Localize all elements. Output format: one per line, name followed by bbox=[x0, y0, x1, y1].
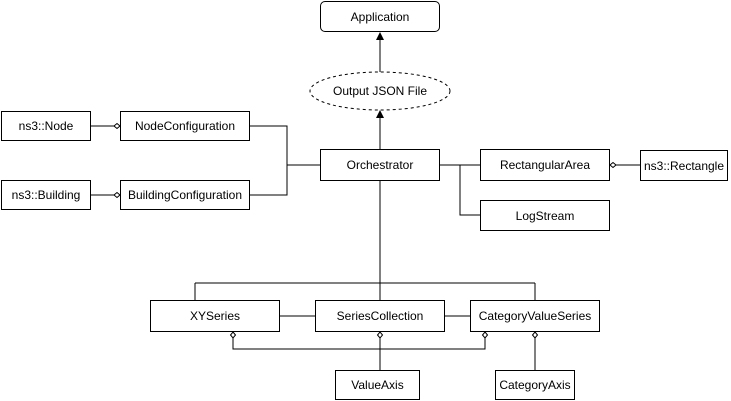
category-axis-node: CategoryAxis bbox=[495, 370, 575, 400]
application-node: Application bbox=[320, 1, 440, 32]
diamond-categoryseries-categoryaxis bbox=[531, 331, 539, 339]
diamond-rectarea bbox=[609, 161, 617, 169]
value-axis-node: ValueAxis bbox=[335, 370, 420, 400]
orchestrator-node: Orchestrator bbox=[320, 149, 440, 181]
diamond-categoryseries-valueaxis bbox=[481, 331, 489, 339]
output-json-ellipse bbox=[309, 71, 451, 111]
ns3-node-node: ns3::Node bbox=[1, 111, 91, 141]
building-configuration-node: BuildingConfiguration bbox=[120, 180, 250, 210]
xy-series-node: XYSeries bbox=[150, 300, 280, 332]
edge-buildingconfig-orchestrator bbox=[250, 165, 288, 196]
category-value-series-node: CategoryValueSeries bbox=[470, 300, 600, 332]
diamond-collection bbox=[376, 331, 384, 339]
rectangular-area-node: RectangularArea bbox=[480, 149, 610, 181]
node-configuration-node: NodeConfiguration bbox=[120, 111, 250, 141]
ns3-building-node: ns3::Building bbox=[1, 180, 91, 210]
edge-orchestrator-logstream bbox=[459, 165, 480, 216]
ns3-rectangle-node: ns3::Rectangle bbox=[640, 150, 728, 181]
log-stream-node: LogStream bbox=[480, 200, 610, 231]
diamond-xyseries bbox=[229, 331, 237, 339]
edge-nodeconfig-orchestrator bbox=[250, 125, 320, 166]
edge-valueaxis-xyseries bbox=[232, 338, 486, 350]
output-json-label: Output JSON File bbox=[332, 84, 428, 98]
series-collection-node: SeriesCollection bbox=[315, 300, 445, 332]
